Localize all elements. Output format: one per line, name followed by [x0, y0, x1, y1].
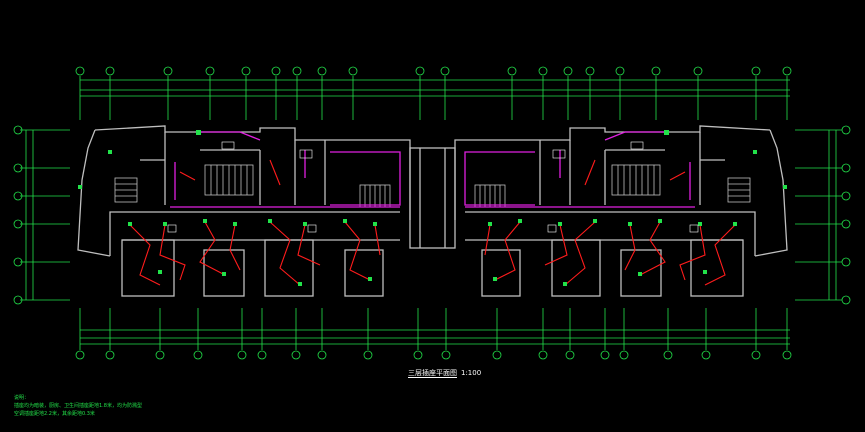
drawing-title: 三层插座平面图	[408, 369, 457, 378]
notes-heading: 说明：	[14, 395, 30, 401]
bottom-axis-bubbles	[75, 350, 792, 360]
right-dimension-system	[795, 125, 851, 305]
notes-line-2: 空调插座距地2.2米，其余距地0.3米	[14, 411, 95, 417]
red-circuits	[129, 159, 736, 286]
top-dimension-ticks	[79, 76, 788, 120]
drawing-notes: 说明： 插座均为暗装，厨房、卫生间插座距地1.8米，均为防溅型 空调插座距地2.…	[14, 394, 142, 418]
drawing-caption: 三层插座平面图 1:100	[408, 368, 481, 378]
projecting-bays	[121, 239, 744, 297]
bottom-dimension-lines	[80, 329, 790, 345]
notes-line-1: 插座均为暗装，厨房、卫生间插座距地1.8米，均为防溅型	[14, 403, 142, 409]
building-walls	[77, 125, 788, 257]
bottom-dimension-ticks	[79, 308, 788, 350]
room-tag-boxes	[167, 141, 699, 233]
top-axis-bubbles	[75, 66, 792, 76]
socket-symbols	[78, 130, 787, 286]
top-dimension-lines	[80, 79, 790, 97]
drawing-scale: 1:100	[461, 369, 482, 377]
left-dimension-system	[13, 125, 70, 305]
magenta-circuits	[170, 131, 695, 208]
staircases	[114, 164, 751, 208]
